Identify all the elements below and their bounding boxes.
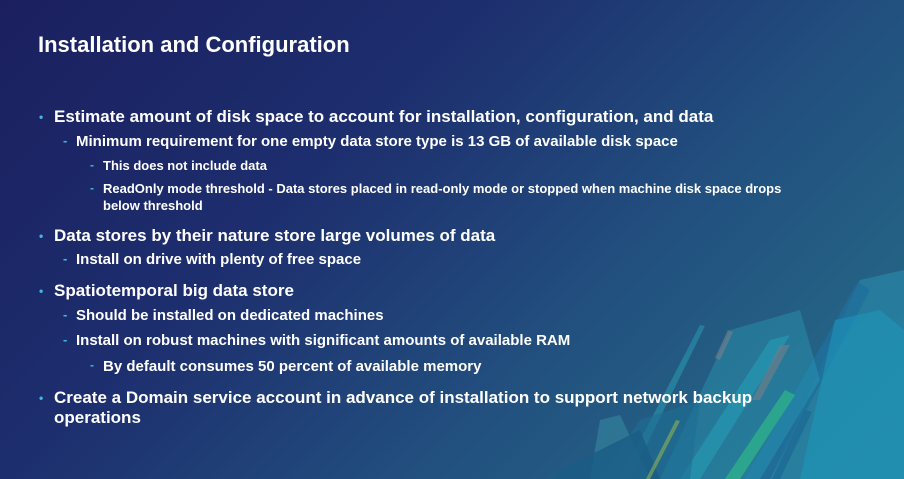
dash-marker-icon: - bbox=[63, 251, 68, 266]
dash-marker-icon: - bbox=[90, 181, 94, 195]
bullet-level3: By default consumes 50 percent of availa… bbox=[103, 358, 482, 375]
bullet-level2: Should be installed on dedicated machine… bbox=[76, 307, 384, 324]
dash-marker-icon: - bbox=[63, 133, 68, 148]
bullet-dot-icon: • bbox=[39, 284, 44, 298]
dash-marker-icon: - bbox=[90, 158, 94, 172]
bullet-level1: Create a Domain service account in advan… bbox=[54, 388, 753, 407]
bullet-level2: Minimum requirement for one empty data s… bbox=[76, 133, 678, 150]
bullet-level1: Spatiotemporal big data store bbox=[54, 281, 294, 300]
bullet-level1: Data stores by their nature store large … bbox=[54, 226, 496, 245]
bullet-dot-icon: • bbox=[39, 391, 44, 405]
bullet-level2: Install on drive with plenty of free spa… bbox=[76, 251, 362, 268]
bullet-level3: ReadOnly mode threshold - Data stores pl… bbox=[103, 181, 782, 196]
bullet-level3-continuation: below threshold bbox=[103, 198, 203, 213]
dash-marker-icon: - bbox=[63, 307, 68, 322]
bullet-dot-icon: • bbox=[39, 110, 44, 124]
dash-marker-icon: - bbox=[90, 358, 94, 372]
bullet-dot-icon: • bbox=[39, 229, 44, 243]
dash-marker-icon: - bbox=[63, 332, 68, 347]
bullet-level1: Estimate amount of disk space to account… bbox=[54, 107, 714, 126]
slide-title: Installation and Configuration bbox=[38, 32, 350, 57]
bullet-level3: This does not include data bbox=[103, 158, 267, 173]
bullet-level2: Install on robust machines with signific… bbox=[76, 332, 571, 349]
bullet-level1-continuation: operations bbox=[54, 408, 141, 427]
